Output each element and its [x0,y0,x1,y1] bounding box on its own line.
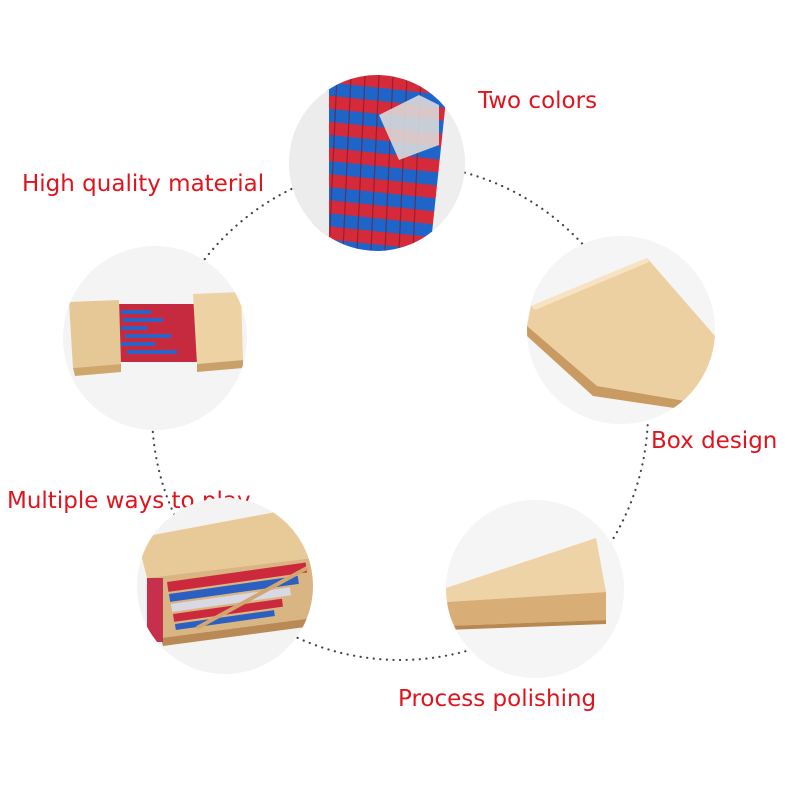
process-polishing-label: Process polishing [398,686,597,712]
box-design-image [527,236,715,424]
two-colors-label: Two colors [478,88,598,114]
multiple-ways-to-play-image [137,498,313,674]
two-colors-image [289,75,465,251]
process-polishing-image [446,500,624,678]
box-design-label: Box design [651,428,778,454]
high-quality-material-image [63,246,247,430]
high-quality-material-label: High quality material [22,171,265,197]
